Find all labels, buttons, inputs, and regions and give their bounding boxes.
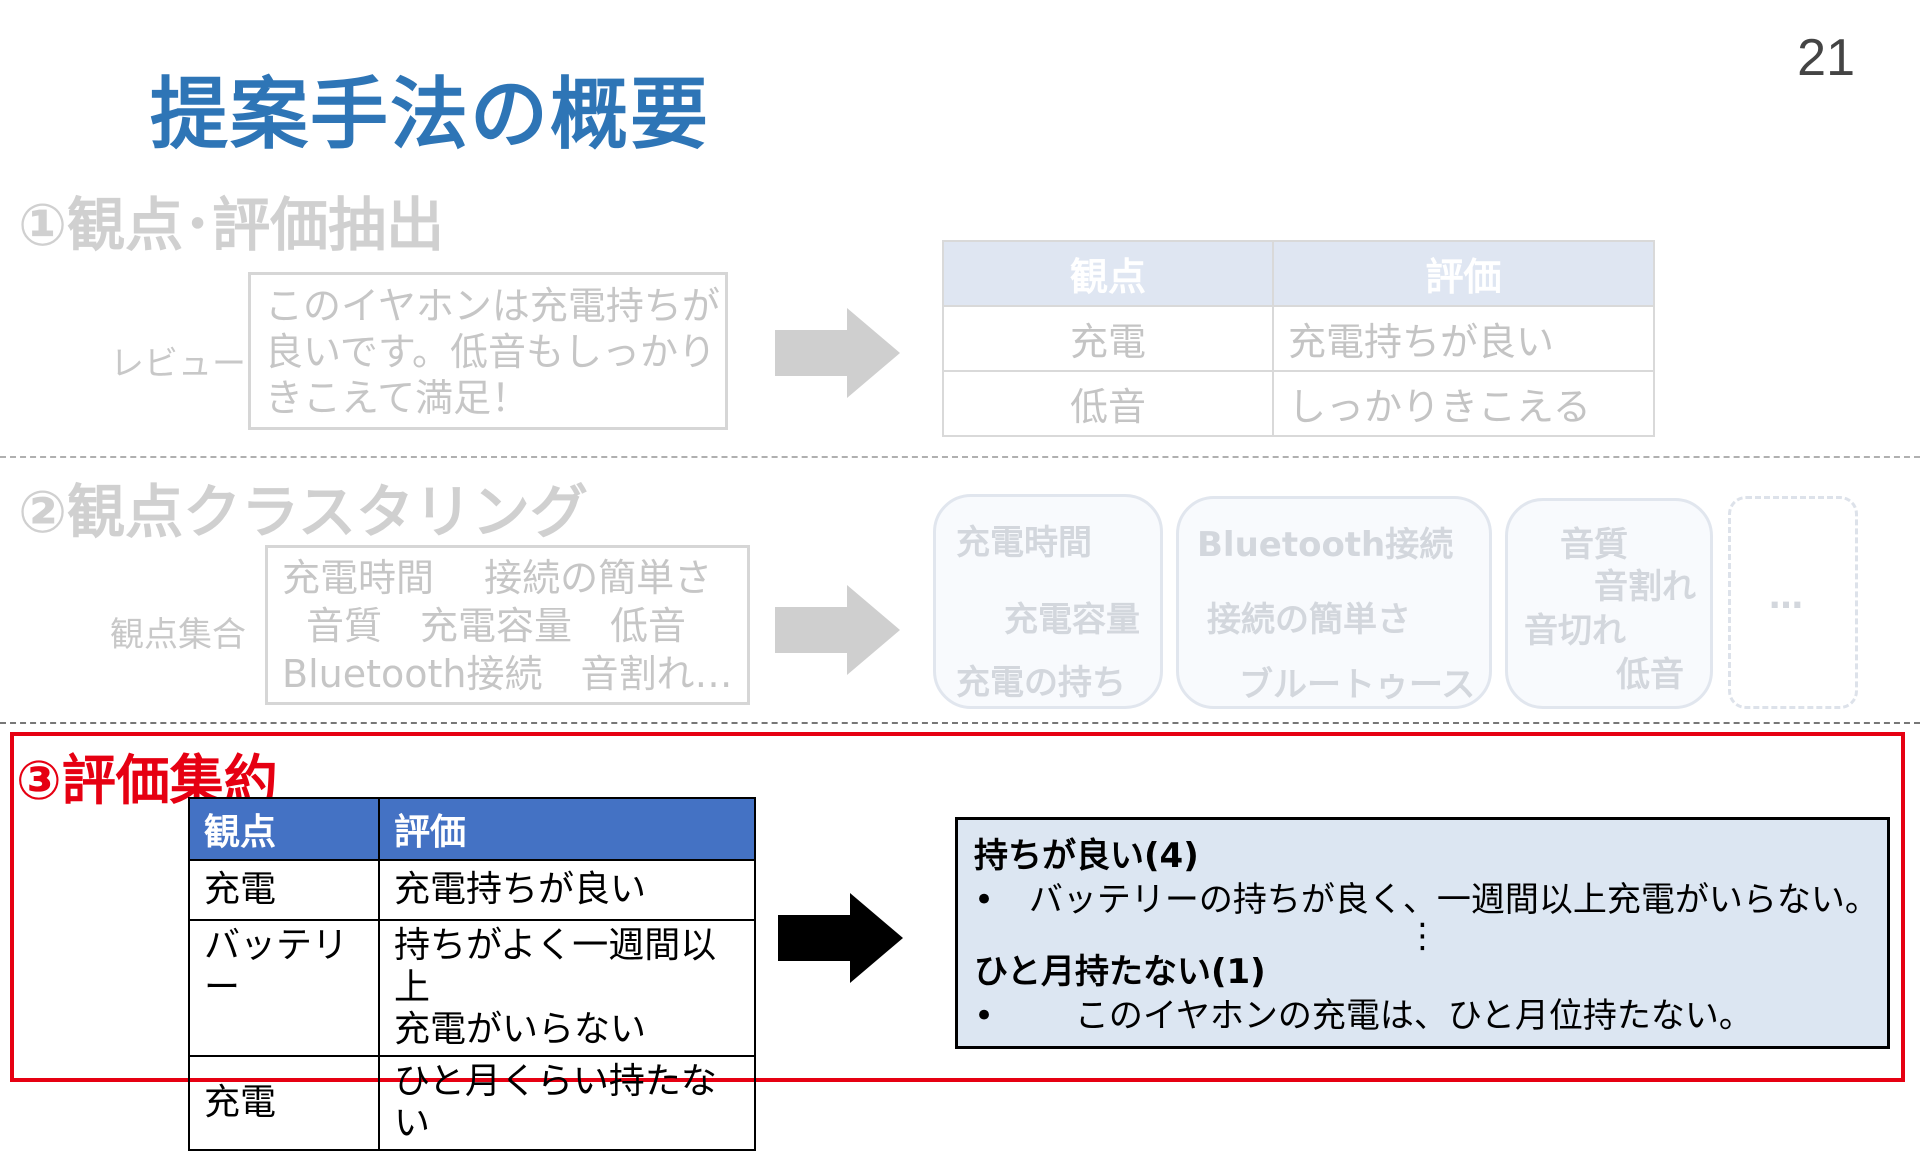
cluster-word: 充電の持ち: [956, 663, 1126, 703]
review-line: このイヤホンは充電持ちが: [265, 284, 720, 328]
aspect-cell: 充電: [188, 1055, 380, 1151]
vertical-ellipsis: ⋮: [1405, 916, 1440, 956]
summary-bullet: • このイヤホンの充電は、ひと月位持たない。: [974, 994, 1871, 1038]
summary-bullet-text: このイヤホンの充電は、ひと月位持たない。: [1074, 996, 1753, 1036]
divider: [0, 722, 1920, 724]
extraction-table: 観点 評価 充電 充電持ちが良い 低音 しっかりきこえる: [942, 240, 1655, 437]
extraction-header-aspect: 観点: [942, 240, 1274, 307]
divider: [0, 456, 1920, 458]
aspect-set-box: 充電時間 接続の簡単さ 音質 充電容量 低音 Bluetooth接続 音割れ…: [265, 545, 750, 705]
more-clusters-box: …: [1728, 496, 1858, 709]
cluster-word: 音切れ: [1524, 611, 1626, 651]
summary-box: 持ちが良い(4) • バッテリーの持ちが良く、一週間以上充電がいらない。 ⋮ ひ…: [955, 817, 1890, 1049]
aspect-cell: 充電: [942, 305, 1274, 372]
cluster-word: Bluetooth接続: [1197, 525, 1454, 565]
cluster-charging: 充電時間 充電容量 充電の持ち: [933, 494, 1163, 709]
cluster-sound: 音質 音割れ 音切れ 低音: [1505, 498, 1713, 709]
cluster-word: 音割れ: [1594, 567, 1696, 607]
extraction-header-evaluation: 評価: [1272, 240, 1655, 307]
aggregation-header-aspect: 観点: [188, 797, 380, 861]
cluster-word: 接続の簡単さ: [1207, 600, 1411, 640]
aspect-set-label: 観点集合: [110, 615, 246, 655]
summary-bullet-text: バッテリーの持ちが良く、一週間以上充電がいらない。: [1028, 880, 1879, 920]
step1-arrow: [775, 308, 900, 398]
step3-arrow: [778, 893, 903, 983]
aggregation-table: 観点 評価 充電 充電持ちが良い バッテリー 持ちがよく一週間以上 充電がいらな…: [188, 797, 756, 1151]
more-clusters-ellipsis: …: [1769, 577, 1803, 617]
summary-group-title: 持ちが良い(4): [974, 836, 1199, 876]
table-row: バッテリー 持ちがよく一週間以上 充電がいらない: [188, 919, 756, 1057]
evaluation-cell: 充電持ちが良い: [378, 859, 756, 921]
aspect-cell: バッテリー: [188, 919, 380, 1057]
step1-heading: ①観点･評価抽出: [18, 191, 445, 259]
review-line: きこえて満足！: [265, 376, 530, 420]
table-row: 充電 ひと月くらい持たない: [188, 1055, 756, 1151]
review-text-box: このイヤホンは充電持ちが 良いです。低音もしっかり きこえて満足！: [248, 272, 728, 430]
cluster-word: ブルートゥース: [1239, 665, 1476, 705]
evaluation-cell: ひと月くらい持たない: [378, 1055, 756, 1151]
summary-group-title: ひと月持たない(1): [974, 952, 1266, 992]
evaluation-cell: 充電持ちが良い: [1272, 305, 1655, 372]
cluster-word: 音質: [1560, 525, 1628, 565]
evaluation-cell: 持ちがよく一週間以上 充電がいらない: [378, 919, 756, 1057]
cluster-connection: Bluetooth接続 接続の簡単さ ブルートゥース: [1176, 496, 1492, 709]
aggregation-header-evaluation: 評価: [378, 797, 756, 861]
step2-arrow: [775, 585, 900, 675]
table-row: 充電 充電持ちが良い: [188, 859, 756, 921]
table-row: 低音 しっかりきこえる: [942, 370, 1655, 437]
aspect-cell: 低音: [942, 370, 1274, 437]
step2-heading: ②観点クラスタリング: [18, 478, 588, 546]
slide-title: 提案手法の概要: [150, 70, 711, 160]
table-row: 充電 充電持ちが良い: [942, 305, 1655, 372]
bullet-marker: •: [974, 996, 995, 1036]
review-label: レビュー: [110, 344, 246, 384]
cluster-word: 充電時間: [956, 523, 1092, 563]
summary-bullet: • バッテリーの持ちが良く、一週間以上充電がいらない。: [974, 878, 1879, 922]
review-line: 良いです。低音もしっかり: [265, 330, 717, 374]
page-number: 21: [1797, 29, 1855, 87]
bullet-marker: •: [974, 880, 995, 920]
evaluation-cell: しっかりきこえる: [1272, 370, 1655, 437]
cluster-word: 低音: [1616, 655, 1684, 695]
aspect-set-line: 音質 充電容量 低音: [306, 604, 687, 648]
aspect-set-line: 充電時間 接続の簡単さ: [282, 556, 713, 600]
aspect-set-line: Bluetooth接続 音割れ…: [282, 652, 733, 696]
aspect-cell: 充電: [188, 859, 380, 921]
cluster-word: 充電容量: [1004, 600, 1140, 640]
